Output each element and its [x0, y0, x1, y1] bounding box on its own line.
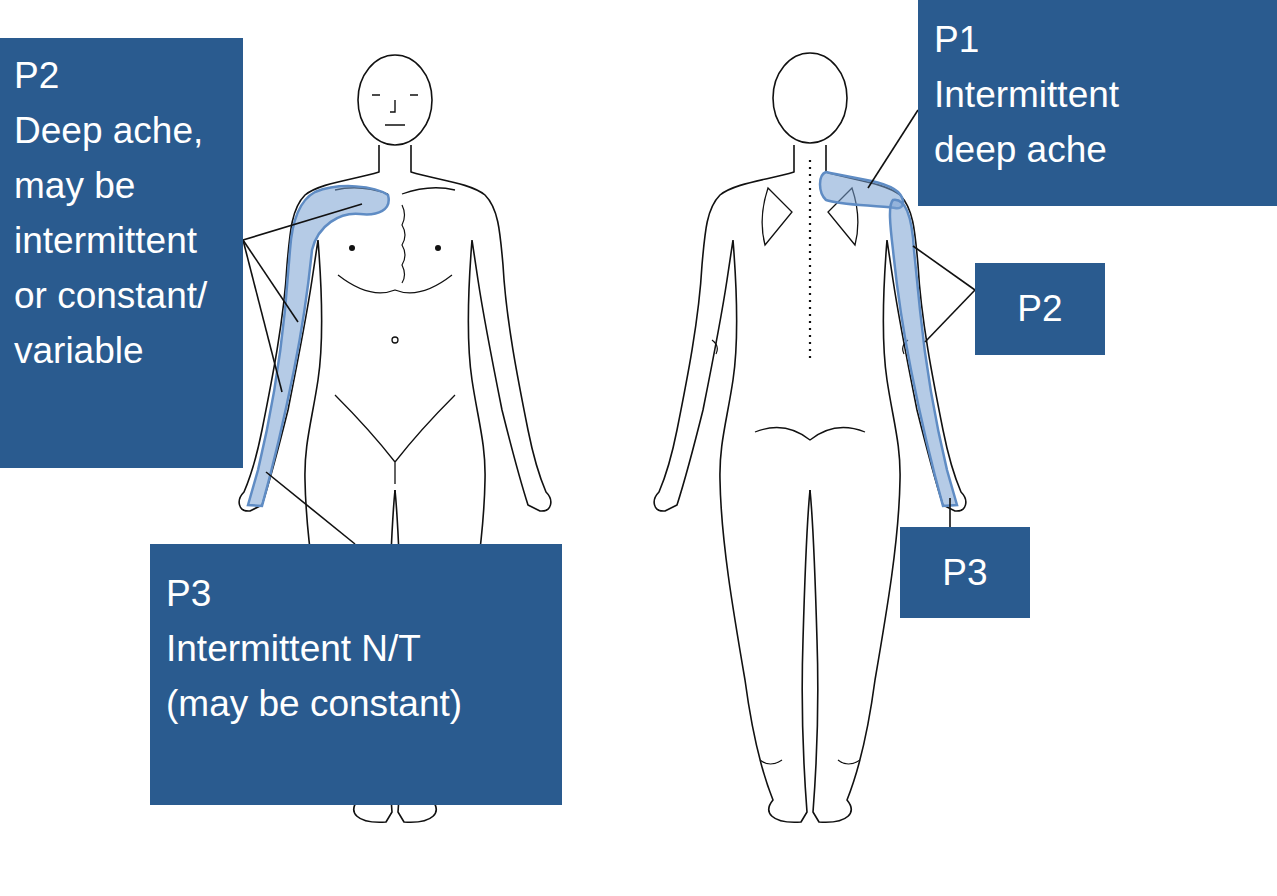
spine — [809, 160, 811, 360]
box-heading: P2 — [14, 48, 229, 103]
leader-line — [949, 498, 951, 527]
box-text: Intermittent deep ache — [934, 67, 1204, 177]
back-left-half — [654, 145, 810, 822]
box-heading: P2 — [983, 281, 1097, 336]
ribs — [338, 275, 452, 293]
nipple — [435, 245, 441, 251]
label-box: P1Intermittent deep ache — [918, 0, 1277, 206]
head — [358, 55, 432, 145]
elbows — [712, 340, 908, 354]
leader-line — [243, 204, 362, 240]
back-right-half — [810, 145, 966, 822]
leader-line — [243, 240, 298, 322]
box-heading: P3 — [166, 566, 546, 621]
leader-line — [243, 240, 282, 392]
label-box: P3 — [900, 527, 1030, 618]
pain-region-back-arm — [890, 200, 957, 506]
heels — [760, 760, 860, 764]
buttock-line — [755, 428, 865, 441]
leader-line — [266, 472, 355, 544]
navel — [392, 337, 398, 343]
sternum — [402, 205, 405, 283]
face — [372, 95, 418, 125]
label-box: P2Deep ache, may be intermittent or cons… — [0, 38, 243, 468]
leader-line — [925, 290, 975, 342]
box-text: Deep ache, may be intermittent or consta… — [14, 103, 229, 378]
label-box: P3Intermittent N/T(may be constant) — [150, 544, 562, 805]
leader-lines — [243, 110, 975, 544]
groin-lines — [335, 395, 455, 484]
leader-line — [868, 110, 918, 188]
leader-line — [913, 246, 975, 290]
head — [773, 53, 847, 143]
label-box: P2 — [975, 263, 1105, 355]
box-heading: P1 — [934, 12, 1261, 67]
box-text: (may be constant) — [166, 676, 546, 731]
nipple — [349, 245, 355, 251]
box-text: Intermittent N/T — [166, 621, 466, 676]
box-heading: P3 — [908, 545, 1022, 600]
pain-region-front-arm — [248, 186, 389, 506]
